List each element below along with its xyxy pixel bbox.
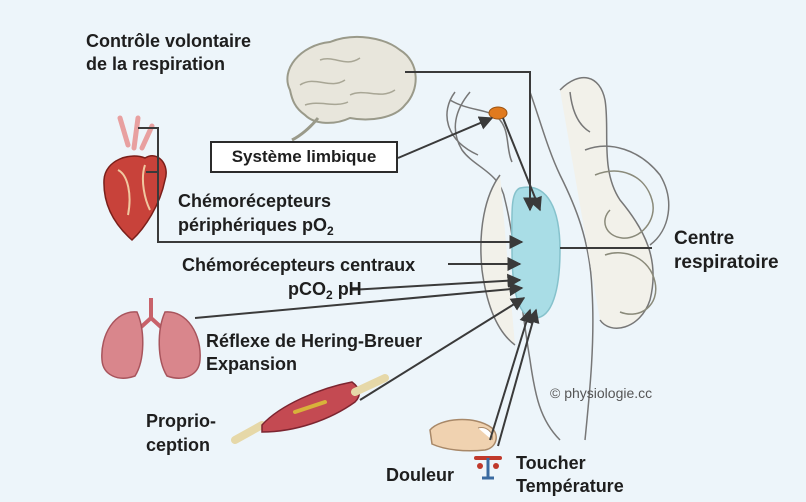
label-chemo-centraux-ph: pH (333, 279, 362, 299)
label-reflexe-line2: Expansion (206, 353, 297, 375)
label-chemo-peripheriques-line1: Chémorécepteurs (178, 190, 331, 212)
label-toucher: Toucher (516, 452, 586, 474)
label-chemo-centraux-line1: Chémorécepteurs centraux (182, 254, 415, 276)
label-reflexe-line1: Réflexe de Hering-Breuer (206, 330, 422, 352)
label-controle-line1: Contrôle volontaire (86, 30, 251, 52)
heart-icon (104, 118, 166, 240)
label-temperature: Température (516, 475, 624, 497)
lungs-icon (102, 298, 200, 378)
label-chemo-centraux-line2: pCO2 pH (288, 278, 362, 306)
label-systeme-limbique: Système limbique (210, 141, 398, 173)
arrow-systeme-limbique (398, 118, 492, 158)
label-controle-line2: de la respiration (86, 53, 225, 75)
copyright-credit: © physiologie.cc (550, 385, 652, 401)
label-chemo-peripheriques-sub: 2 (327, 224, 334, 238)
finger-icon (430, 420, 496, 451)
label-chemo-centraux-sub: 2 (326, 288, 333, 302)
label-chemo-peripheriques-line2: périphériques pO2 (178, 214, 334, 242)
label-douleur: Douleur (386, 464, 454, 486)
label-chemo-centraux-pco: pCO (288, 279, 326, 299)
limbic-spot (489, 107, 507, 119)
skin-receptor-icon (476, 458, 500, 478)
muscle-icon (235, 378, 385, 440)
label-centre-line2: respiratoire (674, 252, 779, 274)
label-proprio-line1: Proprio- (146, 410, 216, 432)
brain-icon (287, 37, 415, 140)
label-proprio-line2: ception (146, 434, 210, 456)
respiratory-centre-region (512, 187, 560, 318)
label-chemo-peripheriques-text: périphériques pO (178, 215, 327, 235)
label-centre-line1: Centre (674, 228, 734, 250)
